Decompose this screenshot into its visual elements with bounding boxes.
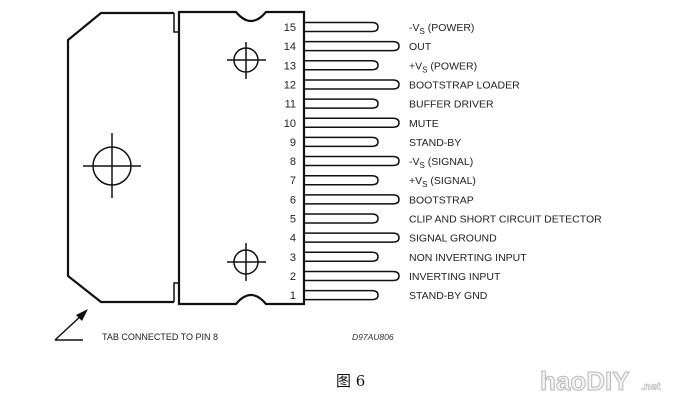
- pin-lead: [305, 136, 379, 148]
- pin-13: 13 +VS (POWER): [284, 60, 477, 74]
- pin-6: 6 BOOTSTRAP: [290, 194, 474, 206]
- pin-11: 11 BUFFER DRIVER: [285, 98, 494, 111]
- tab-notch-bottom: [173, 282, 179, 302]
- tab-pointer-arrow-icon: [54, 309, 88, 341]
- pin-label: BOOTSTRAP LOADER: [409, 79, 520, 91]
- pin-label: +VS (SIGNAL): [409, 175, 476, 189]
- pin-1: 1 STAND-BY GND: [290, 289, 488, 302]
- pin-lead: [305, 194, 400, 205]
- tab-note: TAB CONNECTED TO PIN 8: [102, 332, 218, 342]
- pin-number: 9: [290, 137, 296, 149]
- pin-label: NON INVERTING INPUT: [409, 252, 527, 264]
- pin-lead: [305, 60, 379, 71]
- pin-lead: [305, 174, 379, 186]
- pin-lead: [305, 213, 379, 224]
- pin-4: 4 SIGNAL GROUND: [290, 232, 497, 245]
- pin-label: BUFFER DRIVER: [409, 99, 494, 111]
- pin-label: -VS (POWER): [409, 22, 474, 36]
- pin-number: 5: [290, 214, 296, 226]
- pin-lead: [305, 98, 379, 109]
- pin-label: OUT: [409, 41, 432, 53]
- pin-7: 7 +VS (SIGNAL): [290, 174, 476, 189]
- pin-label: INVERTING INPUT: [409, 271, 501, 283]
- pin-label: CLIP AND SHORT CIRCUIT DETECTOR: [409, 214, 602, 226]
- pin-number: 3: [290, 252, 296, 264]
- pin-lead: [305, 270, 400, 282]
- pin-number: 11: [285, 99, 296, 111]
- heatsink-tab: [66, 11, 174, 304]
- drawing-code: D97AU806: [352, 332, 394, 342]
- pin-lead: [305, 251, 379, 263]
- pin-number: 2: [290, 271, 296, 283]
- tab-mounting-hole-icon: [83, 133, 141, 198]
- pin-number: 1: [290, 290, 296, 302]
- pin-label: STAND-BY GND: [409, 290, 488, 302]
- pin-15: 15 -VS (POWER): [284, 21, 474, 36]
- pin-10: 10 MUTE: [284, 117, 439, 130]
- tab-notch-top: [173, 13, 179, 33]
- pin-9: 9 STAND-BY: [290, 136, 461, 149]
- pin-12: 12 BOOTSTRAP LOADER: [284, 79, 520, 91]
- pin-number: 10: [284, 118, 296, 130]
- body-mounting-mark-top-icon: [227, 42, 266, 79]
- pin-number: 13: [284, 60, 296, 72]
- pin-lead: [305, 232, 400, 243]
- pin-lead: [305, 79, 400, 90]
- pin-14: 14 OUT: [284, 40, 432, 53]
- pin-3: 3 NON INVERTING INPUT: [290, 251, 527, 264]
- pin-number: 8: [290, 156, 296, 168]
- pin-lead: [305, 289, 379, 301]
- watermark-suffix: .net: [641, 381, 661, 393]
- pin-number: 12: [284, 79, 296, 91]
- pin-label: -VS (SIGNAL): [409, 156, 473, 170]
- pin-number: 7: [290, 175, 296, 187]
- pin-number: 15: [284, 22, 296, 34]
- pin-8: 8 -VS (SIGNAL): [290, 155, 473, 170]
- pin-lead: [305, 21, 379, 33]
- pin-lead: [305, 155, 400, 167]
- pin-number: 4: [290, 233, 296, 245]
- pin-2: 2 INVERTING INPUT: [290, 270, 501, 283]
- pin-label: +VS (POWER): [409, 60, 477, 74]
- pin-number: 6: [290, 194, 296, 206]
- pin-label: BOOTSTRAP: [409, 194, 474, 206]
- pin-lead: [305, 117, 400, 128]
- pin-label: SIGNAL GROUND: [409, 233, 497, 245]
- figure-caption: 图 6: [336, 372, 365, 390]
- pin-label: STAND-BY: [409, 137, 461, 149]
- body-mounting-mark-bottom-icon: [227, 243, 266, 281]
- pin-label: MUTE: [409, 118, 439, 130]
- watermark-logo: haoDIY: [540, 366, 630, 396]
- pin-number: 14: [284, 41, 296, 53]
- ic-body: [177, 10, 306, 306]
- pin-5: 5 CLIP AND SHORT CIRCUIT DETECTOR: [290, 213, 602, 226]
- pin-lead: [305, 40, 400, 52]
